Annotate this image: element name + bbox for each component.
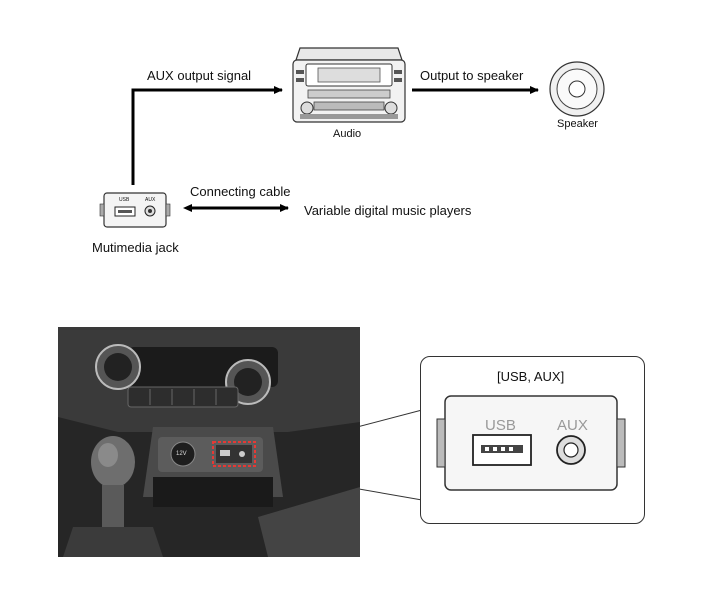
variable-players-label: Variable digital music players [304, 203, 472, 218]
console-photo-drawing [58, 327, 360, 557]
multimedia-jack-drawing [99, 192, 171, 228]
audio-label: Audio [333, 128, 362, 140]
aux-output-line [131, 86, 283, 185]
output-to-speaker-label: Output to speaker [420, 68, 524, 83]
usb-aux-highlight [212, 441, 256, 467]
speaker-label: Speaker [557, 118, 598, 130]
photo-12v-label: 12V [176, 451, 187, 457]
multimedia-jack-label: Mutimedia jack [92, 240, 179, 255]
connecting-cable-label: Connecting cable [190, 184, 291, 199]
inset-usb-label: USB [485, 417, 516, 434]
usb-aux-inset: [USB, AUX] USB AUX [420, 356, 645, 524]
audio-unit-drawing [292, 47, 406, 123]
console-photo: 12V [58, 327, 360, 557]
speaker-drawing [549, 61, 605, 117]
aux-output-signal-label: AUX output signal [147, 68, 252, 83]
inset-jack-drawing [436, 395, 626, 491]
jack-small-usb-label: USB [119, 197, 130, 203]
inset-aux-label: AUX [557, 417, 588, 434]
jack-small-aux-label: AUX [145, 197, 156, 203]
inset-title: [USB, AUX] [497, 369, 565, 384]
